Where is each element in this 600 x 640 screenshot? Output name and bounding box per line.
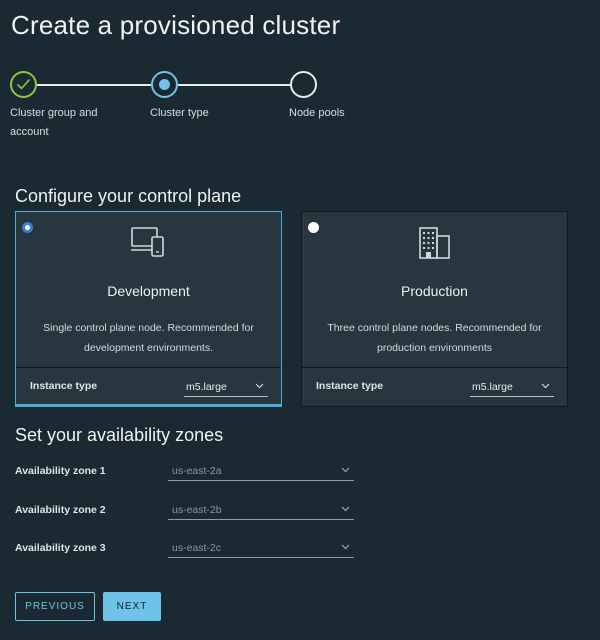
development-instance-row: Instance type m5.large [16, 367, 281, 405]
availability-zones-heading: Set your availability zones [15, 425, 224, 445]
production-instance-row: Instance type m5.large [302, 367, 567, 405]
step-pending-indicator[interactable] [290, 71, 317, 98]
chevron-down-icon [341, 544, 350, 550]
development-title: Development [107, 283, 190, 299]
next-button[interactable]: NEXT [103, 592, 161, 621]
availability-zone-1-label: Availability zone 1 [15, 465, 106, 477]
availability-zone-1-select[interactable]: us-east-2a [168, 463, 354, 481]
availability-zone-3-select[interactable]: us-east-2c [168, 540, 354, 558]
wizard-stepper: Cluster group and account Cluster type N… [0, 0, 600, 150]
availability-zone-2-select[interactable]: us-east-2b [168, 502, 354, 520]
step-label-cluster-group[interactable]: Cluster group and account [10, 107, 98, 138]
availability-zone-2-value: us-east-2b [172, 504, 222, 516]
availability-zone-2-label: Availability zone 2 [15, 504, 106, 516]
control-plane-heading: Configure your control plane [15, 186, 242, 206]
development-description: Single control plane node. Recommended f… [43, 322, 254, 354]
production-description: Three control plane nodes. Recommended f… [327, 322, 542, 354]
instance-type-label: Instance type [316, 380, 384, 392]
development-radio[interactable] [22, 222, 33, 233]
building-icon [417, 226, 453, 267]
production-radio[interactable] [308, 222, 319, 233]
instance-type-value: m5.large [472, 381, 513, 393]
stepper-connector [37, 84, 151, 86]
stepper-connector [178, 84, 291, 86]
control-plane-option-development[interactable]: Development Single control plane node. R… [15, 211, 282, 407]
chevron-down-icon [255, 383, 264, 389]
chevron-down-icon [341, 467, 350, 473]
chevron-down-icon [341, 506, 350, 512]
availability-zone-3-value: us-east-2c [172, 542, 222, 554]
step-complete-indicator[interactable] [10, 71, 37, 98]
step-label-cluster-type[interactable]: Cluster type [150, 107, 209, 119]
previous-button[interactable]: PREVIOUS [15, 592, 95, 621]
chevron-down-icon [541, 383, 550, 389]
availability-zone-3-label: Availability zone 3 [15, 542, 106, 554]
step-label-node-pools[interactable]: Node pools [289, 107, 345, 119]
page-title: Create a provisioned cluster [11, 10, 341, 40]
instance-type-label: Instance type [30, 380, 98, 392]
development-instance-select[interactable]: m5.large [184, 379, 268, 397]
availability-zone-1-value: us-east-2a [172, 465, 222, 477]
control-plane-option-production[interactable]: Production Three control plane nodes. Re… [301, 211, 568, 407]
instance-type-value: m5.large [186, 381, 227, 393]
devices-icon [130, 226, 168, 265]
current-dot-icon [159, 79, 170, 90]
production-title: Production [401, 283, 468, 299]
checkmark-icon [16, 78, 31, 90]
step-current-indicator[interactable] [151, 71, 178, 98]
production-instance-select[interactable]: m5.large [470, 379, 554, 397]
